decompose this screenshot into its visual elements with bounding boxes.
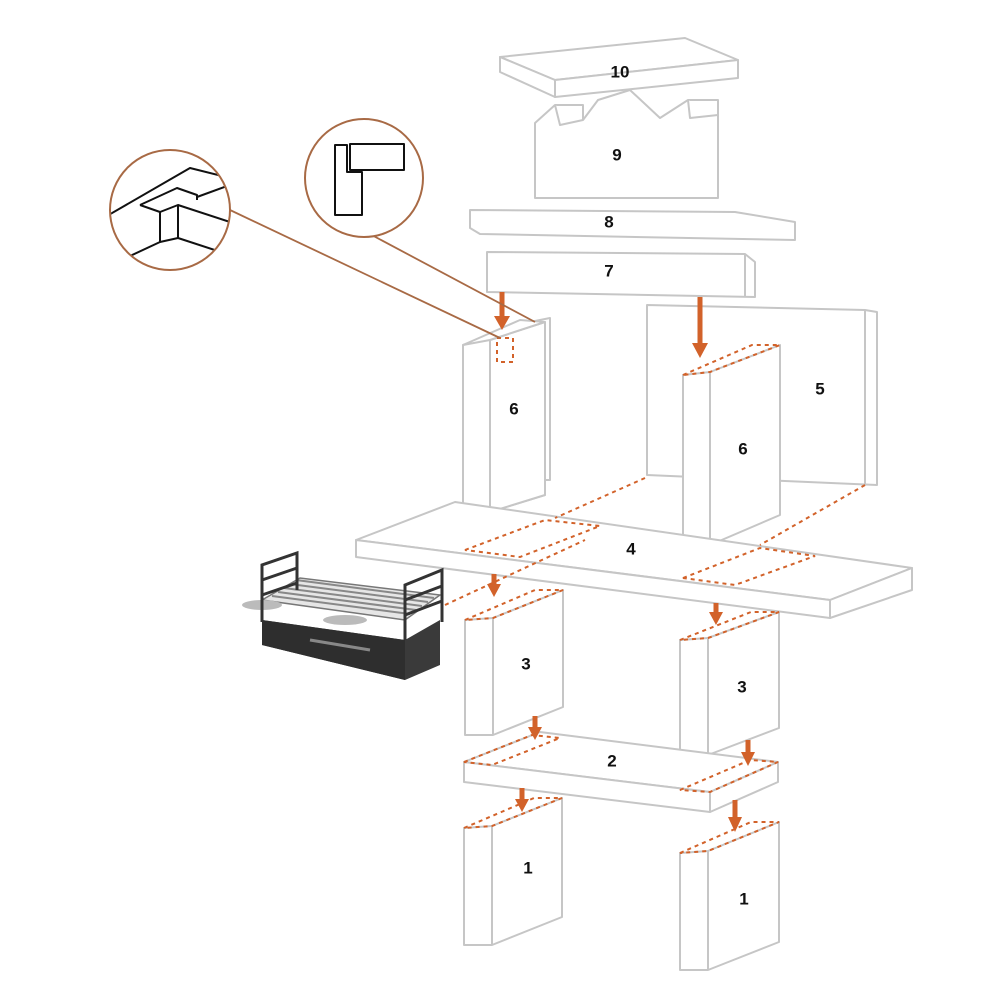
arrow-down-icon xyxy=(494,292,510,330)
part-6-right-pillar: 6 xyxy=(682,344,781,546)
part-label-6-left: 6 xyxy=(509,399,518,418)
part-label-7: 7 xyxy=(604,261,613,280)
joint-detail-circle-1 xyxy=(109,149,231,271)
arrow-down-icon xyxy=(728,800,742,832)
detail-leader-line-1 xyxy=(229,209,501,339)
part-label-8: 8 xyxy=(604,212,613,231)
part-label-9: 9 xyxy=(612,145,621,164)
part-10-top-slab: 10 xyxy=(499,37,739,98)
grill-tray xyxy=(242,550,444,680)
part-label-6-right: 6 xyxy=(738,439,747,458)
part-3-left-block: 3 xyxy=(464,589,564,736)
assembly-arrows xyxy=(487,292,755,832)
part-8-slab: 8 xyxy=(469,209,796,241)
part-3-right-block: 3 xyxy=(679,611,780,756)
part-label-10: 10 xyxy=(611,62,630,81)
part-9-chimney-hood: 9 xyxy=(534,89,719,199)
part-1-right-block: 1 xyxy=(679,821,780,971)
part-label-3-left: 3 xyxy=(521,654,530,673)
part-label-3-right: 3 xyxy=(737,677,746,696)
part-label-4: 4 xyxy=(626,539,636,558)
part-1-left-block: 1 xyxy=(463,797,563,946)
arrow-down-icon xyxy=(692,297,708,358)
joint-detail-circle-2 xyxy=(304,118,424,238)
part-label-1-left: 1 xyxy=(523,858,532,877)
detail-leader-line-2 xyxy=(367,232,536,323)
arrow-down-icon xyxy=(709,603,723,625)
part-label-5: 5 xyxy=(815,379,824,398)
part-label-1-right: 1 xyxy=(739,889,748,908)
assembly-guides xyxy=(444,477,866,606)
part-2-base-slab: 2 xyxy=(463,731,779,813)
arrow-down-icon xyxy=(487,574,501,597)
arrow-down-icon xyxy=(741,740,755,766)
arrow-down-icon xyxy=(528,716,542,740)
part-label-2: 2 xyxy=(607,751,616,770)
part-7-lintel: 7 xyxy=(486,251,756,298)
part-4-worktop: 4 xyxy=(355,501,913,619)
arrow-down-icon xyxy=(515,788,529,812)
part-6-left-pillar: 6 xyxy=(462,317,551,513)
